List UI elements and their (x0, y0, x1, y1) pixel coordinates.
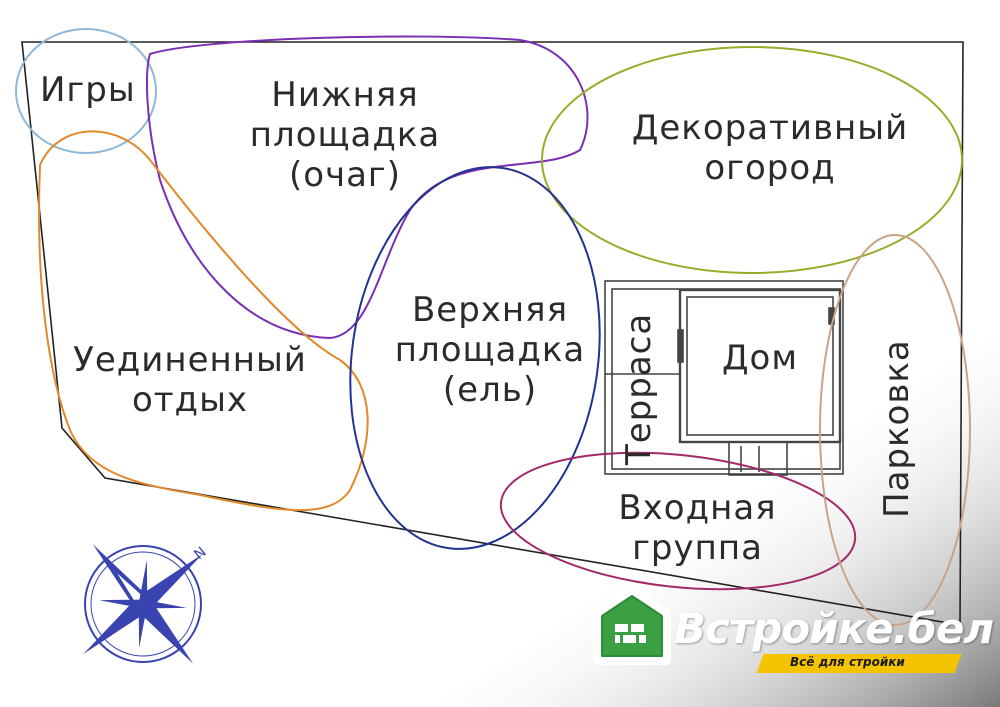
label-decorative-garden-line1: Декоративный (631, 108, 909, 148)
label-entrance-line2: группа (632, 528, 763, 568)
label-terrace-text: Терраса (619, 312, 659, 465)
label-games: Игры (40, 70, 136, 110)
brand-tagline: Всё для стройки (790, 655, 905, 669)
compass-highlight (117, 573, 144, 604)
compass-point-e (143, 553, 203, 605)
brand-logo-icon (593, 586, 671, 665)
plot-boundary (21, 41, 964, 626)
entrance-zone-outline (499, 451, 857, 591)
games-zone-outline (15, 28, 157, 154)
label-upper-area: Верхняя площадка (ель) (385, 290, 595, 410)
upper-area-zone-outline (349, 166, 601, 550)
label-terrace: Терраса (619, 313, 659, 465)
label-house: Дом (715, 338, 805, 378)
label-parking: Парковка (877, 339, 917, 518)
compass-minor-e (143, 600, 187, 609)
decorative-garden-zone-outline (541, 46, 963, 274)
corner-shading (430, 330, 1000, 707)
label-decorative-garden-line2: огород (704, 148, 836, 188)
secluded-rest-zone-outline (38, 130, 369, 512)
label-secluded-rest-line1: Уединенный (73, 340, 307, 380)
label-entrance: Входная группа (605, 488, 790, 568)
compass-minor-n (139, 560, 148, 604)
compass-outer-ring (84, 545, 202, 663)
compass-point-s (142, 604, 194, 664)
label-upper-area-line2: площадка (394, 330, 586, 370)
label-lower-area-line1: Нижняя (271, 75, 419, 115)
label-secluded-rest-line2: отдых (131, 380, 249, 420)
label-entrance-line1: Входная (618, 488, 777, 528)
house-building (604, 280, 844, 476)
parking-zone-outline (819, 234, 971, 626)
compass-minor-s (138, 604, 147, 648)
label-secluded-rest: Уединенный отдых (65, 340, 315, 420)
label-upper-area-line3: (ель) (442, 370, 538, 410)
label-lower-area: Нижняя площадка (очаг) (245, 75, 445, 195)
brand-name: Встройке.бел (674, 604, 994, 653)
compass-rose: N (83, 544, 210, 664)
label-lower-area-line3: (очаг) (288, 155, 402, 195)
compass-inner-ring (90, 551, 196, 657)
label-decorative-garden: Декоративный огород (610, 108, 930, 188)
label-games-text: Игры (40, 70, 136, 110)
label-upper-area-line1: Верхняя (411, 290, 569, 330)
label-parking-text: Парковка (877, 339, 917, 518)
compass-point-w (83, 603, 143, 655)
label-house-text: Дом (721, 338, 798, 378)
compass-minor-w (99, 599, 143, 608)
label-lower-area-line2: площадка (249, 115, 441, 155)
